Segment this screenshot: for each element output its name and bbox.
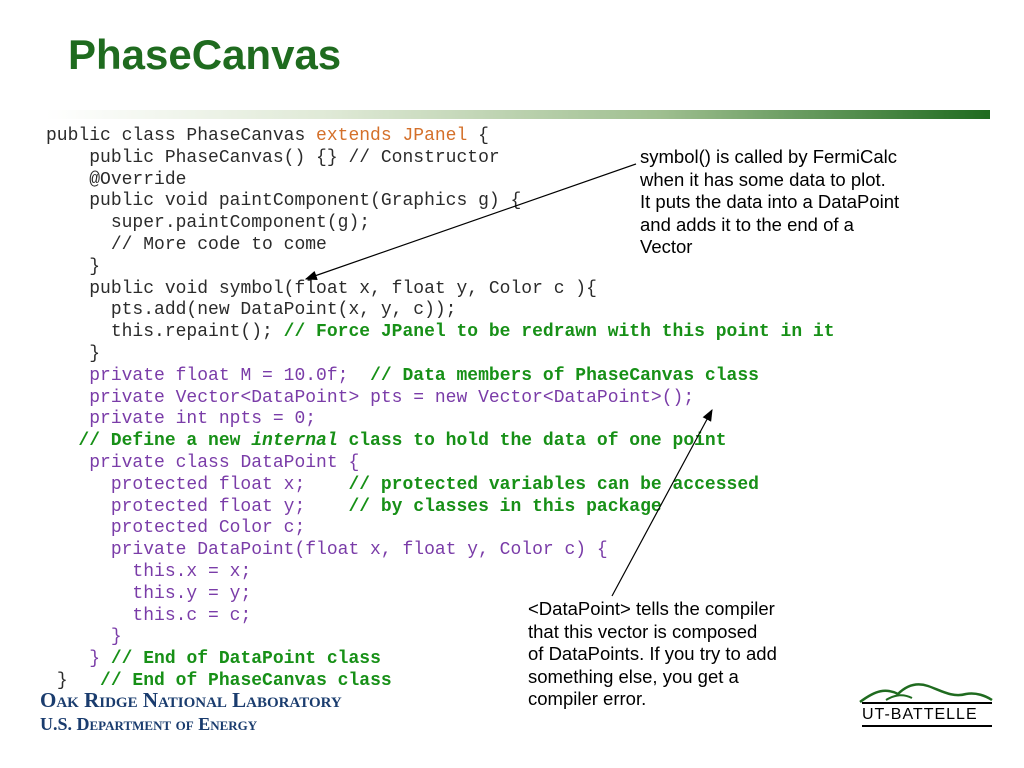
datapoint-annotation-line: of DataPoints. If you try to add bbox=[528, 643, 777, 664]
code-line: private class DataPoint { bbox=[46, 453, 835, 475]
code-token: private DataPoint(float x, float y, Colo… bbox=[110, 540, 608, 561]
code-token: // More code to come bbox=[110, 234, 327, 255]
code-token: super.paintComponent(g); bbox=[110, 213, 371, 234]
code-token: // Define a new bbox=[78, 431, 252, 452]
code-token: public class PhaseCanvas bbox=[46, 126, 317, 146]
code-token: class to hold the data of one point bbox=[337, 431, 727, 452]
code-block: public class PhaseCanvas extends JPanel … bbox=[46, 126, 835, 693]
code-token: this.y = y; bbox=[132, 583, 252, 604]
code-line: // Define a new internal class to hold t… bbox=[46, 431, 835, 453]
code-token: private class DataPoint { bbox=[89, 452, 360, 473]
code-line: protected float y; // by classes in this… bbox=[46, 497, 835, 519]
code-token: protected float y; bbox=[110, 496, 349, 517]
datapoint-annotation-line: compiler error. bbox=[528, 688, 647, 709]
code-line: this.x = x; bbox=[46, 562, 835, 584]
code-token: } bbox=[89, 343, 101, 364]
code-line: } bbox=[46, 257, 835, 279]
code-line: this.y = y; bbox=[46, 584, 835, 606]
code-token: private float M = 10.0f; bbox=[89, 365, 371, 386]
code-token: { bbox=[467, 126, 489, 146]
code-token: // End of DataPoint class bbox=[100, 649, 381, 670]
logo-bottom-rule bbox=[862, 725, 992, 727]
code-token: } bbox=[56, 670, 68, 691]
symbol-annotation-line: when it has some data to plot. bbox=[640, 168, 886, 190]
code-token: } bbox=[89, 649, 101, 670]
code-token: // protected variables can be accessed bbox=[348, 474, 759, 495]
code-line: public void paintComponent(Graphics g) { bbox=[46, 191, 835, 213]
code-token: private Vector<DataPoint> pts = new Vect… bbox=[89, 387, 695, 408]
code-token: protected Color c; bbox=[110, 518, 306, 539]
datapoint-annotation-line: that this vector is composed bbox=[528, 620, 758, 642]
code-token: public PhaseCanvas() {} // Constructor bbox=[89, 147, 500, 168]
code-token: } bbox=[89, 256, 101, 277]
code-line: public PhaseCanvas() {} // Constructor bbox=[46, 148, 835, 170]
code-line: protected Color c; bbox=[46, 518, 835, 540]
code-line: private int npts = 0; bbox=[46, 409, 835, 431]
footer-lab-name: Oak Ridge National Laboratory bbox=[40, 688, 342, 712]
code-line: super.paintComponent(g); bbox=[46, 213, 835, 235]
code-token: internal bbox=[251, 431, 338, 452]
symbol-annotation-line: symbol() is called by FermiCalc bbox=[640, 146, 897, 167]
code-token: this.repaint(); bbox=[110, 322, 284, 343]
title-divider bbox=[46, 110, 990, 119]
code-line: this.c = c; bbox=[46, 606, 835, 628]
code-line: this.repaint(); // Force JPanel to be re… bbox=[46, 322, 835, 344]
code-line: } bbox=[46, 344, 835, 366]
code-line: public class PhaseCanvas extends JPanel … bbox=[46, 126, 835, 148]
code-token: public void symbol(float x, float y, Col… bbox=[89, 278, 597, 299]
symbol-annotation-line: It puts the data into a DataPoint bbox=[640, 191, 900, 212]
code-token: public void paintComponent(Graphics g) { bbox=[89, 191, 522, 212]
code-line: private Vector<DataPoint> pts = new Vect… bbox=[46, 388, 835, 410]
arrow-to-datapoint-generic bbox=[611, 408, 713, 597]
code-line: private float M = 10.0f; // Data members… bbox=[46, 366, 835, 388]
logo-top-rule bbox=[862, 702, 992, 704]
code-token: } bbox=[110, 627, 122, 648]
code-line: pts.add(new DataPoint(x, y, c)); bbox=[46, 300, 835, 322]
code-line: @Override bbox=[46, 170, 835, 192]
code-token: this.c = c; bbox=[132, 605, 252, 626]
datapoint-annotation-line: <DataPoint> tells the compiler bbox=[528, 598, 775, 619]
symbol-annotation-line: Vector bbox=[640, 236, 693, 257]
code-token: protected float x; bbox=[110, 474, 349, 495]
code-token: // Force JPanel to be redrawn with this … bbox=[283, 322, 835, 343]
code-line: } bbox=[46, 627, 835, 649]
code-line: public void symbol(float x, float y, Col… bbox=[46, 279, 835, 301]
datapoint-annotation-line: something else, you get a bbox=[528, 665, 739, 687]
code-token: extends JPanel bbox=[316, 126, 468, 146]
code-token: // Data members of PhaseCanvas class bbox=[370, 365, 759, 386]
footer-department: U.S. Department of Energy bbox=[40, 714, 258, 734]
code-token: // End of PhaseCanvas class bbox=[67, 670, 392, 691]
code-line: } // End of PhaseCanvas class bbox=[46, 671, 835, 693]
code-line: protected float x; // protected variable… bbox=[46, 475, 835, 497]
logo-text: UT-BATTELLE bbox=[862, 706, 978, 723]
code-line: } // End of DataPoint class bbox=[46, 649, 835, 671]
arrow-to-symbol-method bbox=[304, 163, 637, 280]
code-token: pts.add(new DataPoint(x, y, c)); bbox=[110, 300, 457, 321]
code-token: this.x = x; bbox=[132, 561, 252, 582]
code-line: private DataPoint(float x, float y, Colo… bbox=[46, 540, 835, 562]
code-token: @Override bbox=[89, 169, 187, 190]
code-line: // More code to come bbox=[46, 235, 835, 257]
code-token: // by classes in this package bbox=[348, 496, 662, 517]
code-token: private int npts = 0; bbox=[89, 409, 317, 430]
symbol-annotation-line: and adds it to the end of a bbox=[640, 213, 854, 235]
slide-title: PhaseCanvas bbox=[68, 31, 342, 78]
ut-battelle-logo-mountain-icon bbox=[859, 683, 993, 704]
